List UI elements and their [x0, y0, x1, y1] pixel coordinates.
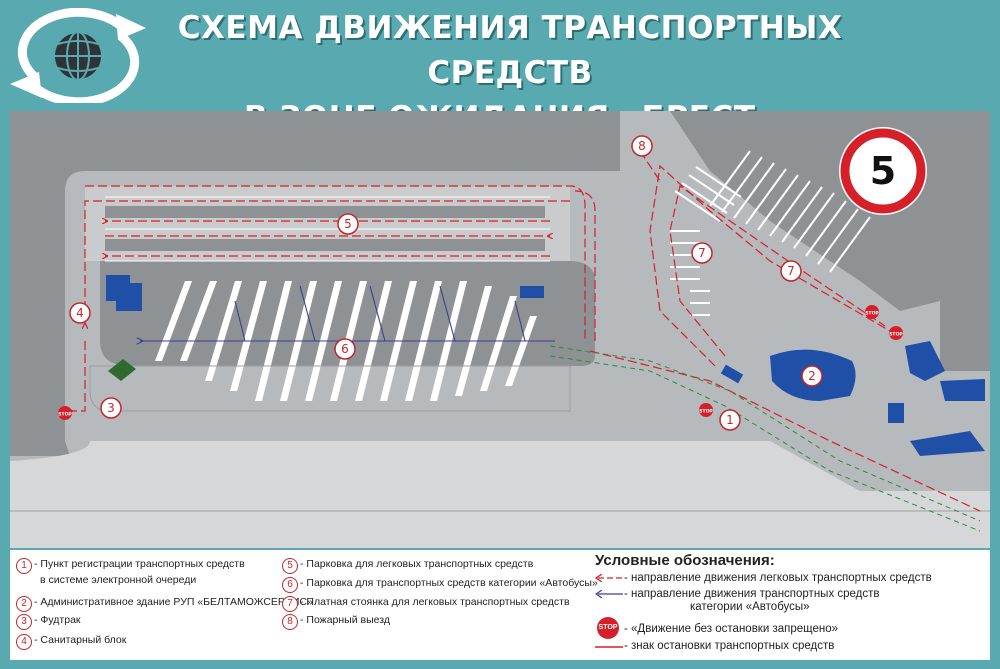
- bus-lot-border: [89, 365, 571, 412]
- marker-paid-parking-2: 7: [780, 260, 802, 282]
- building-registration: [720, 364, 744, 384]
- legend-text: - Пожарный выезд: [300, 614, 390, 626]
- legend-text: - Санитарный блок: [34, 634, 127, 646]
- conditions-title: Условные обозначения:: [595, 552, 775, 569]
- red-arrow-icon: [595, 574, 623, 582]
- svg-text:STOP: STOP: [889, 332, 903, 338]
- legend-item-8: 8- Пожарный выезд: [282, 614, 390, 630]
- legend-panel: 1- Пункт регистрации транспортных средст…: [10, 550, 990, 660]
- car-route-lines: [70, 150, 981, 512]
- grass-zone-east: [940, 221, 990, 371]
- stop-sign-east-1: STOP: [865, 305, 879, 319]
- title-line-1: СХЕМА ДВИЖЕНИЯ ТРАНСПОРТНЫХ СРЕДСТВ: [177, 10, 843, 91]
- legend-text: - Пункт регистрации транспортных средств: [34, 558, 245, 570]
- stop-sign-registration: STOP: [699, 403, 713, 417]
- svg-text:7: 7: [787, 264, 795, 278]
- marker-bus-parking: 6: [334, 338, 356, 360]
- legend-item-7: 7- Платная стоянка для легковых транспор…: [282, 596, 570, 612]
- legend-number: 5: [282, 558, 298, 574]
- building-east-4: [940, 379, 985, 401]
- building-east-1: [905, 341, 945, 381]
- building-food-truck: [108, 359, 136, 381]
- legend-item-5: 5- Парковка для легковых транспортных ср…: [282, 558, 533, 574]
- legend-number: 2: [16, 596, 32, 612]
- condition-blue-arrow: - направление движения транспортных сред…: [624, 588, 880, 614]
- building-sanitary-block: [106, 275, 142, 311]
- stop-sign-icon: STOP: [597, 617, 619, 639]
- marker-car-parking: 5: [337, 213, 359, 235]
- svg-text:STOP: STOP: [865, 311, 879, 317]
- legend-number: 8: [282, 614, 298, 630]
- svg-text:STOP: STOP: [699, 409, 713, 415]
- marker-fire-exit: 8: [631, 135, 653, 157]
- grass-zone-north: [10, 111, 620, 441]
- legend-text: - Фудтрак: [34, 614, 81, 626]
- legend-number: 1: [16, 558, 32, 574]
- paid-parking-stalls: [670, 150, 871, 316]
- marker-registration-point: 1: [719, 409, 741, 431]
- stop-sign-east-2: STOP: [889, 326, 903, 340]
- service-route-lines: [549, 345, 981, 532]
- stop-sign-west: STOP: [58, 406, 72, 420]
- legend-text: - Парковка для транспортных средств кате…: [300, 577, 598, 589]
- car-stall-lines: [105, 196, 550, 262]
- building-east-2: [888, 403, 904, 423]
- svg-text:STOP: STOP: [58, 412, 72, 418]
- bus-route-arrows: [234, 285, 526, 342]
- main-road: [10, 441, 990, 548]
- legend-text-2: в системе электронной очереди: [40, 574, 197, 586]
- condition-blue-text-2: категории «Автобусы»: [690, 601, 810, 613]
- legend-text: - Административное здание РУП «БЕЛТАМОЖС…: [34, 596, 313, 608]
- marker-paid-parking-1: 7: [691, 242, 713, 264]
- condition-red-line: - знак остановки транспортных средств: [624, 640, 835, 652]
- legend-number: 3: [16, 614, 32, 630]
- svg-text:3: 3: [107, 401, 115, 415]
- svg-text:5: 5: [344, 217, 352, 231]
- legend-item-2: 2- Административное здание РУП «БЕЛТАМОЖ…: [16, 596, 313, 612]
- svg-text:1: 1: [726, 413, 734, 427]
- svg-text:5: 5: [870, 149, 896, 193]
- marker-administration: 2: [801, 365, 823, 387]
- legend-item-4: 4- Санитарный блок: [16, 634, 126, 650]
- building-kiosk: [520, 286, 544, 298]
- condition-red-arrow: - направление движения легковых транспор…: [624, 572, 932, 584]
- legend-text: - Парковка для легковых транспортных сре…: [300, 558, 534, 570]
- grass-edge: [10, 441, 70, 456]
- svg-text:2: 2: [808, 369, 816, 383]
- legend-item-6: 6- Парковка для транспортных средств кат…: [282, 577, 598, 593]
- legend-item-1: 1- Пункт регистрации транспортных средст…: [16, 558, 245, 587]
- marker-sanitary-block: 4: [69, 302, 91, 324]
- legend-number: 4: [16, 634, 32, 650]
- traffic-scheme-map: STOP STOP STOP STOP 5 1: [10, 111, 990, 548]
- condition-stop-sign: - «Движение без остановки запрещено»: [624, 623, 839, 635]
- condition-blue-text: - направление движения транспортных сред…: [624, 588, 880, 600]
- legend-text: - Платная стоянка для легковых транспорт…: [300, 596, 570, 608]
- svg-text:8: 8: [638, 139, 646, 153]
- speed-limit-sign: 5: [839, 127, 927, 215]
- legend-number: 7: [282, 596, 298, 612]
- legend-number: 6: [282, 577, 298, 593]
- legend-item-3: 3- Фудтрак: [16, 614, 81, 630]
- marker-food-truck: 3: [100, 397, 122, 419]
- red-line-icon: [595, 646, 623, 648]
- svg-text:7: 7: [698, 246, 706, 260]
- svg-text:6: 6: [341, 342, 349, 356]
- blue-arrow-icon: [595, 590, 623, 598]
- car-parking-stalls: [105, 206, 545, 251]
- building-east-3: [910, 431, 985, 456]
- svg-text:4: 4: [76, 306, 84, 320]
- globe-logo-icon: [10, 8, 146, 103]
